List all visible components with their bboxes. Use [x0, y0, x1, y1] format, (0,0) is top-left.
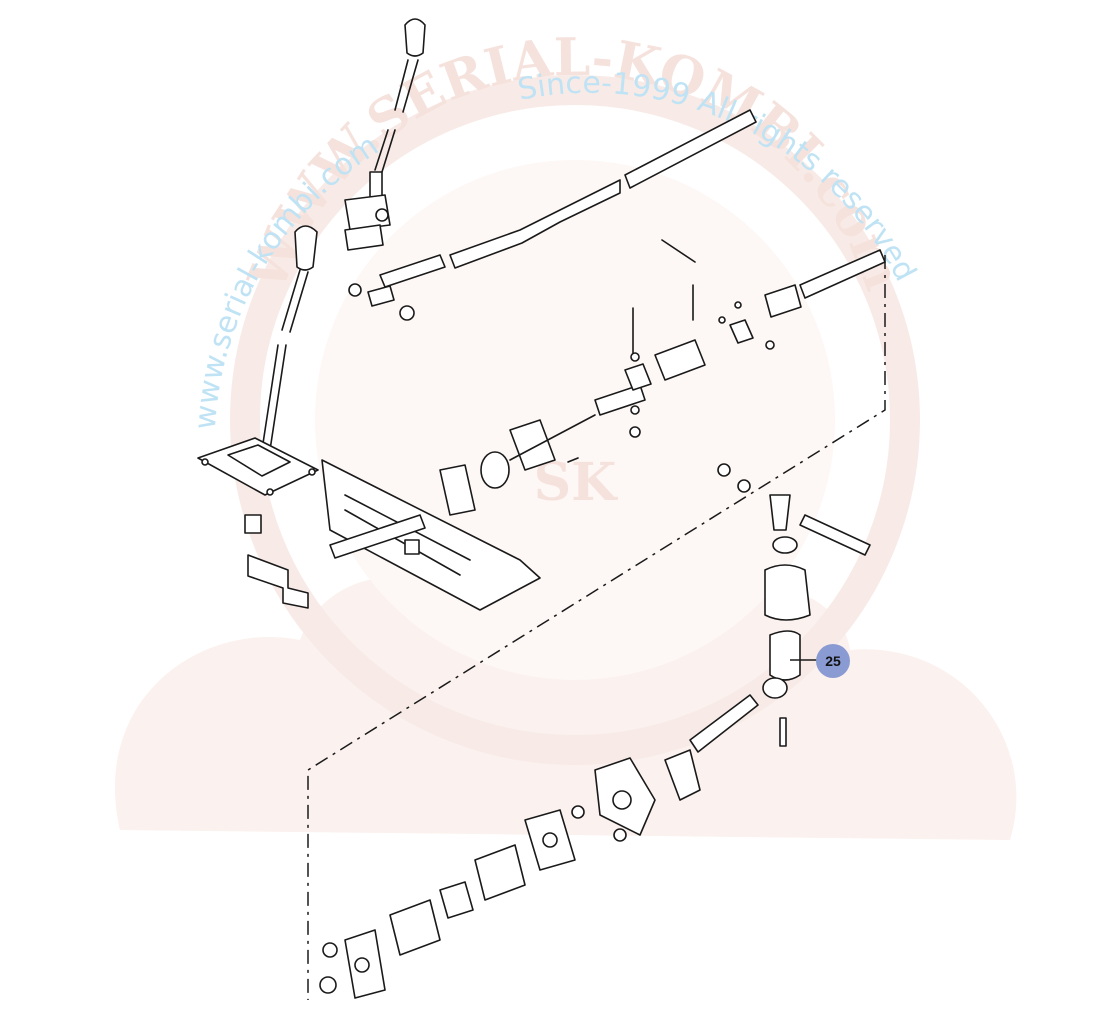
inner-shaft — [439, 239, 886, 516]
spring-stack — [319, 749, 701, 999]
coupling-stack — [689, 494, 871, 753]
shift-housing — [321, 459, 541, 611]
panel-outline — [307, 255, 886, 1000]
callout-25[interactable]: 25 — [790, 644, 850, 678]
callout-number: 25 — [825, 653, 841, 669]
watermark-disc — [315, 160, 835, 680]
callout-badge[interactable] — [816, 644, 850, 678]
watermark: SK WWW.SERIAL-KOMBI.com www.serial-kombi… — [114, 27, 1017, 840]
shift-rod — [348, 109, 757, 321]
upper-shift-lever — [344, 18, 426, 251]
lower-shift-lever — [197, 225, 319, 609]
watermark-ring — [230, 75, 920, 765]
